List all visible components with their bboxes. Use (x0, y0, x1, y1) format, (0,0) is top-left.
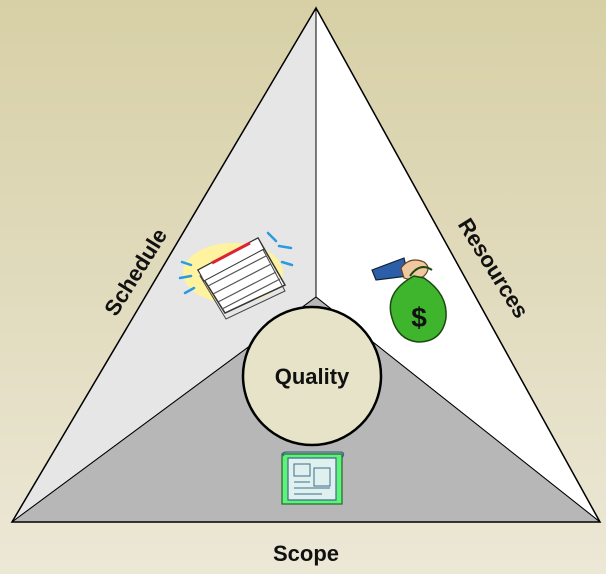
dollar-sign: $ (411, 302, 427, 333)
scope-label: Scope (273, 541, 339, 566)
calendar-icon (178, 231, 294, 320)
blueprint-icon (281, 451, 345, 505)
money-bag-icon: $ (371, 257, 447, 343)
quality-circle: Quality (241, 305, 383, 447)
quality-label: Quality (275, 364, 350, 389)
triangle-outline (10, 6, 602, 523)
